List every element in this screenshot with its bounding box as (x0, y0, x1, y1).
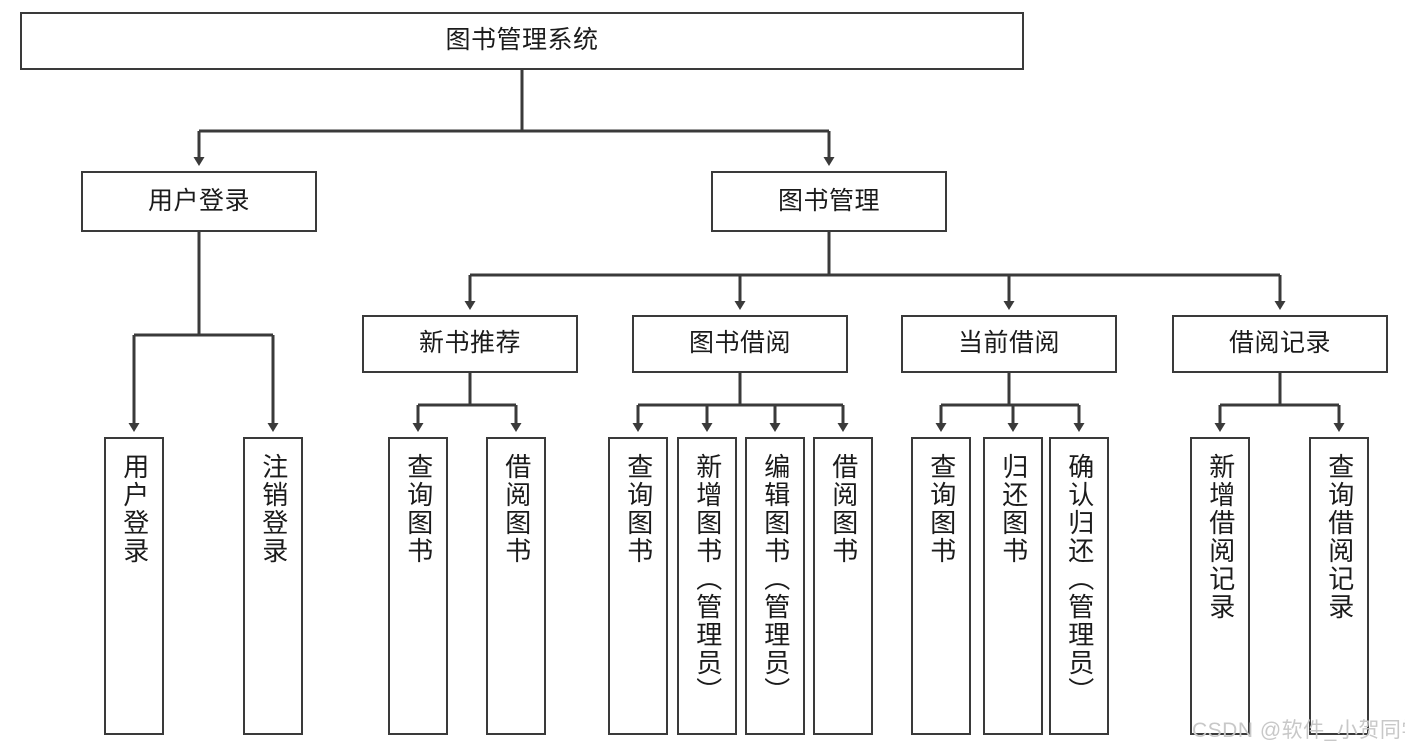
node-leaf-query-book-1-label: 查询图书 (403, 453, 434, 565)
node-leaf-query-book-2[interactable]: 查询图书 (608, 437, 668, 735)
node-leaf-query-record[interactable]: 查询借阅记录 (1309, 437, 1369, 735)
node-leaf-borrow-book-1-label: 借阅图书 (501, 453, 532, 565)
node-leaf-return-book[interactable]: 归还图书 (983, 437, 1043, 735)
node-borrow-record-label: 借阅记录 (1228, 329, 1331, 358)
node-leaf-query-book-2-label: 查询图书 (623, 453, 654, 565)
node-leaf-edit-book-label: 编辑图书（管理员） (760, 453, 791, 705)
node-book-manage[interactable]: 图书管理 (711, 171, 947, 232)
node-leaf-borrow-book-2-label: 借阅图书 (828, 453, 859, 565)
node-leaf-user-logout[interactable]: 注销登录 (243, 437, 303, 735)
node-leaf-edit-book[interactable]: 编辑图书（管理员） (745, 437, 805, 735)
node-root-label: 图书管理系统 (445, 26, 599, 55)
node-new-book-rec-label: 新书推荐 (418, 329, 521, 358)
node-leaf-user-login[interactable]: 用户登录 (104, 437, 164, 735)
node-leaf-add-book[interactable]: 新增图书（管理员） (677, 437, 737, 735)
csdn-watermark: CSDN @软件_小贺同学 (1192, 719, 1405, 742)
node-root[interactable]: 图书管理系统 (20, 12, 1024, 70)
node-leaf-return-book-label: 归还图书 (998, 453, 1029, 565)
node-leaf-query-book-3[interactable]: 查询图书 (911, 437, 971, 735)
node-leaf-borrow-book-1[interactable]: 借阅图书 (486, 437, 546, 735)
node-current-borrow[interactable]: 当前借阅 (901, 315, 1117, 373)
node-leaf-borrow-book-2[interactable]: 借阅图书 (813, 437, 873, 735)
node-leaf-add-record-label: 新增借阅记录 (1205, 453, 1236, 621)
node-leaf-add-book-label: 新增图书（管理员） (692, 453, 723, 705)
node-leaf-user-logout-label: 注销登录 (258, 453, 289, 565)
node-new-book-rec[interactable]: 新书推荐 (362, 315, 578, 373)
node-leaf-query-record-label: 查询借阅记录 (1324, 453, 1355, 621)
node-current-borrow-label: 当前借阅 (957, 329, 1060, 358)
node-leaf-query-book-3-label: 查询图书 (926, 453, 957, 565)
node-leaf-add-record[interactable]: 新增借阅记录 (1190, 437, 1250, 735)
node-book-borrow-label: 图书借阅 (688, 329, 791, 358)
node-user-login-label: 用户登录 (147, 186, 250, 215)
node-book-manage-label: 图书管理 (777, 186, 880, 215)
node-borrow-record[interactable]: 借阅记录 (1172, 315, 1388, 373)
node-user-login[interactable]: 用户登录 (81, 171, 317, 232)
node-book-borrow[interactable]: 图书借阅 (632, 315, 848, 373)
node-leaf-confirm-return-label: 确认归还（管理员） (1064, 453, 1095, 705)
node-leaf-user-login-label: 用户登录 (119, 453, 150, 565)
node-leaf-query-book-1[interactable]: 查询图书 (388, 437, 448, 735)
node-leaf-confirm-return[interactable]: 确认归还（管理员） (1049, 437, 1109, 735)
